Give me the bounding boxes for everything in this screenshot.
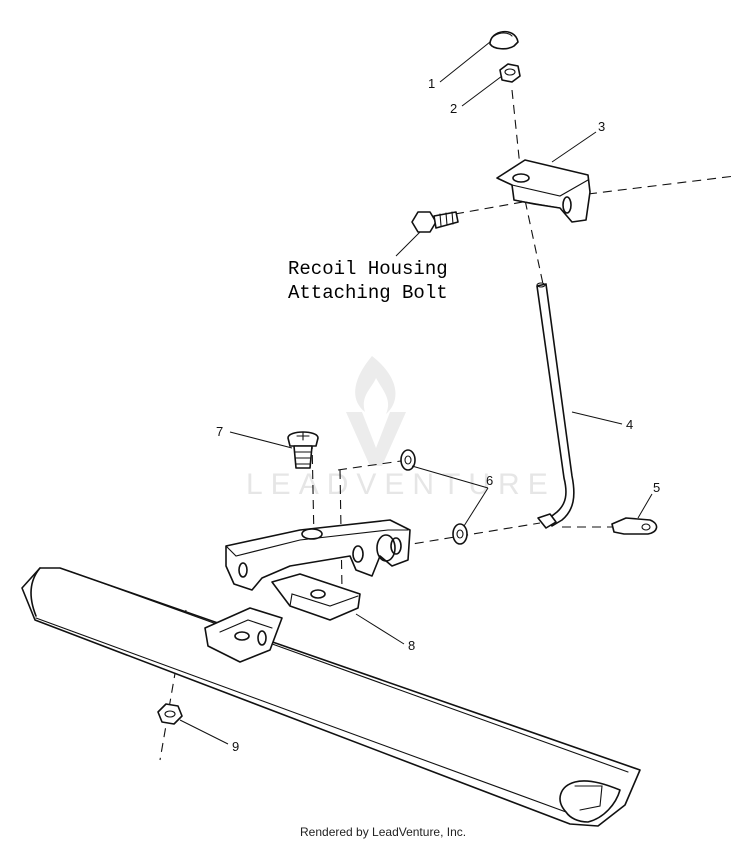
callout-7: 7 bbox=[216, 424, 223, 439]
screw-part bbox=[287, 431, 319, 469]
callout-1: 1 bbox=[428, 76, 435, 91]
tube-clamp bbox=[204, 607, 283, 663]
callout-9: 9 bbox=[232, 739, 239, 754]
watermark-text: LEADVENTURE bbox=[246, 468, 556, 501]
washer-upper bbox=[400, 449, 416, 471]
nut-part-top bbox=[499, 63, 521, 83]
rod-part bbox=[536, 282, 575, 529]
leadventure-logo-icon bbox=[346, 356, 406, 466]
cap-part bbox=[489, 30, 519, 50]
callout-8: 8 bbox=[408, 638, 415, 653]
note-line-2: Attaching Bolt bbox=[288, 282, 448, 304]
callouts: 1 2 3 4 5 6 7 8 9 bbox=[216, 76, 660, 754]
clip-part bbox=[611, 517, 658, 535]
washer-lower bbox=[452, 523, 468, 545]
upper-bracket bbox=[496, 159, 591, 223]
recoil-bolt bbox=[411, 211, 459, 233]
main-bracket bbox=[225, 519, 411, 621]
nut-part-bottom bbox=[157, 703, 183, 725]
watermark: LEADVENTURE bbox=[246, 356, 556, 501]
leader-lines bbox=[179, 41, 653, 745]
callout-2: 2 bbox=[450, 101, 457, 116]
recoil-bolt-note: Recoil Housing Attaching Bolt bbox=[288, 258, 448, 304]
callout-5: 5 bbox=[653, 480, 660, 495]
tube bbox=[21, 567, 641, 827]
footer-credit: Rendered by LeadVenture, Inc. bbox=[300, 825, 466, 839]
note-line-1: Recoil Housing bbox=[288, 258, 448, 280]
callout-4: 4 bbox=[626, 417, 633, 432]
callout-3: 3 bbox=[598, 119, 605, 134]
callout-6: 6 bbox=[486, 473, 493, 488]
